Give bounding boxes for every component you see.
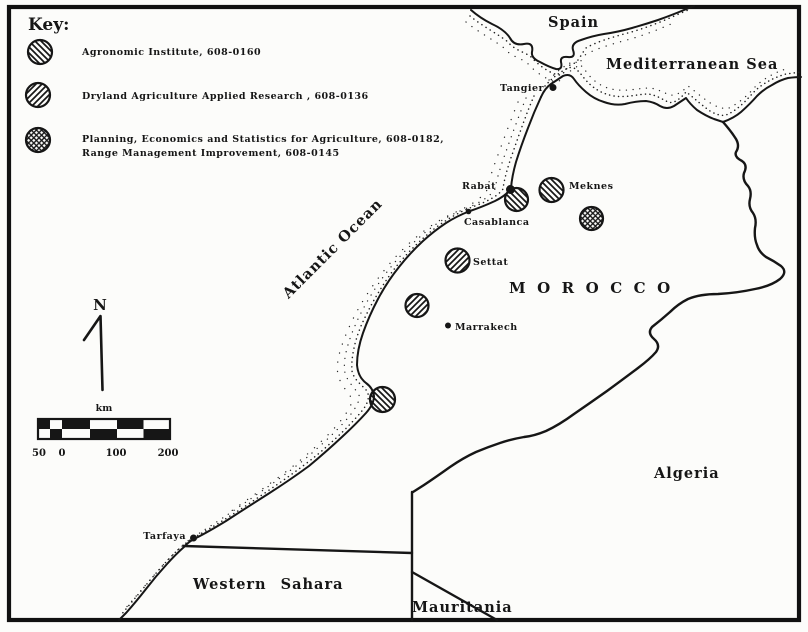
marrakech-label: Marrakech xyxy=(455,322,518,333)
casablanca-label: Casablanca xyxy=(464,217,529,228)
north-arrow-icon xyxy=(82,314,104,392)
spain-coast-stipple xyxy=(469,9,689,76)
north-arrow-label: N xyxy=(93,296,107,314)
western-sahara-mauritania-border xyxy=(410,570,499,622)
scale-bar-cell xyxy=(143,429,170,439)
marker-dryland-settat xyxy=(444,247,471,274)
algeria-mediterranean-coastline xyxy=(722,76,802,123)
settat-label: Settat xyxy=(473,257,508,268)
marker-planning-range-southeast-of-meknes xyxy=(578,205,605,232)
north-arrow: N xyxy=(82,296,107,392)
scale-bar-cell xyxy=(50,419,62,429)
legend-backslash-hatch-circle-icon xyxy=(26,38,54,66)
mediterranean-sea-label: Mediterranean Sea xyxy=(606,56,778,73)
marker-agronomic-coastal xyxy=(368,385,397,414)
morocco-algeria-border xyxy=(411,120,786,494)
algeria-label: Algeria xyxy=(653,465,720,482)
scale-bar-cell xyxy=(50,429,62,439)
scale-tick-200: 200 xyxy=(158,448,179,459)
legend-item-planning-label-line1: Planning, Economics and Statistics for A… xyxy=(82,134,444,145)
scale-bar-unit: km xyxy=(96,403,113,414)
legend-item-dryland-label: Dryland Agriculture Applied Research , 6… xyxy=(82,91,369,102)
scale-bar-cell xyxy=(117,429,144,439)
legend-item-planning-label-line2: Range Management Improvement, 608-0145 xyxy=(82,148,340,159)
legend-item-agronomic-label: Agronomic Institute, 608-0160 xyxy=(81,47,261,58)
scale-tick-50: 50 xyxy=(32,448,46,459)
rabat-label: Rabat xyxy=(462,181,496,192)
morocco-mediterranean-coastline xyxy=(540,74,724,123)
legend: Key: Agronomic Institute, 608-0160 Dryla… xyxy=(24,15,444,159)
scale-tick-100: 100 xyxy=(106,448,127,459)
mauritania-label: Mauritania xyxy=(412,599,513,616)
scale-bar-cell xyxy=(38,429,50,439)
scale-bar-cell xyxy=(90,419,117,429)
scale-bar-cell xyxy=(117,419,144,429)
casablanca-dot xyxy=(465,208,472,215)
marker-agronomic-meknes xyxy=(538,176,565,204)
spain-coastline xyxy=(470,5,695,71)
scale-bar-cell xyxy=(38,419,50,429)
scale-bar: km 50 0 100 200 xyxy=(32,403,178,459)
map-frame xyxy=(6,4,802,623)
atlantic-ocean-label: Atlantic Ocean xyxy=(279,195,386,302)
scale-tick-0: 0 xyxy=(59,448,66,459)
scale-bar-cell xyxy=(62,419,90,429)
spain-label: Spain xyxy=(548,14,599,31)
scale-bar-cell xyxy=(143,419,170,429)
scale-bar-cell xyxy=(62,429,90,439)
western-sahara-label: Western Sahara xyxy=(192,576,343,593)
marrakech-dot xyxy=(445,322,451,329)
tangier-dot xyxy=(549,84,557,91)
morocco-western-sahara-border xyxy=(182,544,414,555)
spain-coast-stipple-2 xyxy=(465,21,672,83)
tarfaya-dot xyxy=(190,534,197,542)
tangier-label: Tangier xyxy=(500,83,545,94)
morocco-label: MOROCCO xyxy=(509,279,682,297)
legend-title: Key: xyxy=(28,15,69,35)
meknes-label: Meknes xyxy=(569,181,613,192)
legend-slash-hatch-circle-icon xyxy=(24,81,52,109)
marker-dryland-northwest-of-marrakech xyxy=(404,292,430,319)
legend-crosshatch-circle-icon xyxy=(24,126,52,154)
scale-bar-outline xyxy=(36,417,172,441)
atlantic-coast-stipple-2 xyxy=(122,97,527,612)
rabat-dot xyxy=(506,185,515,194)
tarfaya-label: Tarfaya xyxy=(143,531,186,542)
atlantic-coast-stipple xyxy=(120,95,535,616)
scale-bar-cell xyxy=(90,429,117,439)
